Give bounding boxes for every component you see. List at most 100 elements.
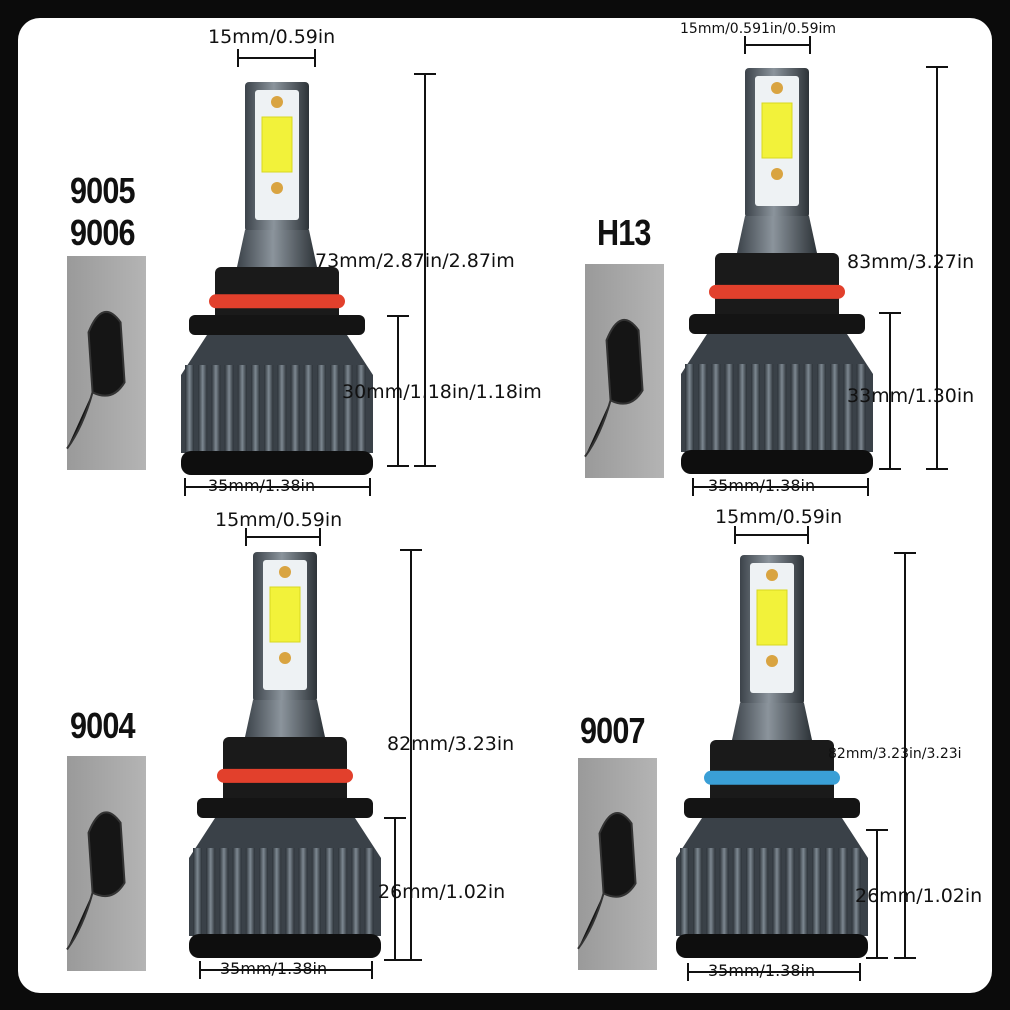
o-ring <box>209 294 345 309</box>
heatsink-fin <box>680 848 689 936</box>
led-contact <box>771 168 783 180</box>
bulb-neck <box>732 703 812 740</box>
heatsink-fin <box>338 848 348 936</box>
bulb-neck <box>245 700 325 737</box>
total-height-label: 73mm/2.87in/2.87im <box>315 250 515 272</box>
led-contact <box>279 566 291 578</box>
bulb-bottom-cap <box>681 450 873 474</box>
model-label-9006: 9006 <box>70 212 136 253</box>
heatsink-fin <box>272 848 282 936</box>
o-ring <box>217 768 353 783</box>
mounting-flange <box>189 315 365 335</box>
mounting-flange <box>684 798 860 818</box>
base-height-label: 30mm/1.18in/1.18im <box>342 381 542 403</box>
model-label-h13: H13 <box>597 212 651 253</box>
led-contact <box>766 655 778 667</box>
model-label-9004: 9004 <box>70 705 136 746</box>
bulb-neck <box>737 216 817 253</box>
heatsink-fin <box>245 848 255 936</box>
heatsink-fin <box>198 365 208 453</box>
heatsink-fin <box>343 365 353 453</box>
heatsink-fin <box>764 364 774 452</box>
heatsink-fin <box>351 848 361 936</box>
led-chip <box>761 102 793 159</box>
led-contact <box>271 96 283 108</box>
heatsink-fin <box>732 848 742 936</box>
bulb-bottom-cap <box>676 934 868 958</box>
heatsink-fin <box>311 848 321 936</box>
mounting-flange <box>689 314 865 334</box>
total-height-label: 82mm/3.23in/3.23i <box>828 746 962 762</box>
heatsink-fin <box>211 365 221 453</box>
model-label-9005: 9005 <box>70 170 136 211</box>
heatsink-fin <box>219 848 229 936</box>
heatsink-fin <box>817 364 826 452</box>
heatsink-fin <box>693 848 703 936</box>
total-height-label: 83mm/3.27in <box>847 251 975 273</box>
bulb-bottom-cap <box>189 934 381 958</box>
heatsink-fin <box>812 848 821 936</box>
heatsink-fin <box>325 848 334 936</box>
bulb-neck <box>237 230 317 267</box>
model-label-9007: 9007 <box>580 710 646 751</box>
heatsink-fin <box>193 848 202 936</box>
heatsink-fin <box>790 364 800 452</box>
heatsink-fin <box>685 364 694 452</box>
heatsink-fin <box>711 364 721 452</box>
heatsink-fin <box>724 364 734 452</box>
heatsink-fin <box>290 365 300 453</box>
led-chip <box>269 586 301 643</box>
led-chip <box>261 116 293 173</box>
heatsink-fin <box>698 364 708 452</box>
mounting-flange <box>197 798 373 818</box>
heatsink-fin <box>777 364 787 452</box>
connector-plug-icon <box>577 812 637 950</box>
o-ring <box>704 770 840 785</box>
heatsink-fin <box>851 848 861 936</box>
heatsink-fin <box>224 365 234 453</box>
base-width-label: 35mm/1.38in <box>220 959 328 978</box>
heatsink-fin <box>303 365 313 453</box>
base-height-label: 26mm/1.02in <box>378 881 506 903</box>
heatsink-fin <box>251 365 260 453</box>
heatsink-fin <box>185 365 194 453</box>
heatsink-fin <box>746 848 755 936</box>
heatsink-fin <box>856 364 866 452</box>
heatsink-fin <box>298 848 308 936</box>
heatsink-fin <box>264 365 274 453</box>
base-height-label: 26mm/1.02in <box>855 885 983 907</box>
heatsink-fin <box>364 848 374 936</box>
heatsink-fin <box>285 848 295 936</box>
heatsink-fin <box>259 848 268 936</box>
heatsink-fin <box>751 364 760 452</box>
heatsink-fin <box>785 848 795 936</box>
heatsink-fin <box>830 364 840 452</box>
heatsink-fin <box>356 365 366 453</box>
total-height-label: 82mm/3.23in <box>387 733 515 755</box>
bulb-bottom-cap <box>181 451 373 475</box>
led-contact <box>279 652 291 664</box>
base-width-label: 35mm/1.38in <box>708 961 816 980</box>
heatsink-fin <box>737 364 747 452</box>
base-width-label: 35mm/1.38in <box>708 476 816 495</box>
heatsink-fin <box>719 848 729 936</box>
heatsink-fin <box>277 365 287 453</box>
heatsink-fin <box>843 364 853 452</box>
connector-plug-icon <box>584 318 644 458</box>
heatsink-fin <box>237 365 247 453</box>
o-ring <box>709 284 845 299</box>
heatsink-fin <box>825 848 835 936</box>
heatsink-fin <box>803 364 813 452</box>
heatsink-fin <box>772 848 782 936</box>
base-width-label: 35mm/1.38in <box>208 476 316 495</box>
base-height-label: 33mm/1.30in <box>847 385 975 407</box>
stem-width-label: 15mm/0.591in/0.59im <box>680 21 837 37</box>
heatsink-fin <box>798 848 808 936</box>
heatsink-fin <box>232 848 242 936</box>
stem-width-label: 15mm/0.59in <box>215 509 343 531</box>
stem-width-label: 15mm/0.59in <box>715 506 843 528</box>
heatsink-fin <box>317 365 326 453</box>
connector-plug-icon <box>66 310 126 450</box>
led-contact <box>771 82 783 94</box>
